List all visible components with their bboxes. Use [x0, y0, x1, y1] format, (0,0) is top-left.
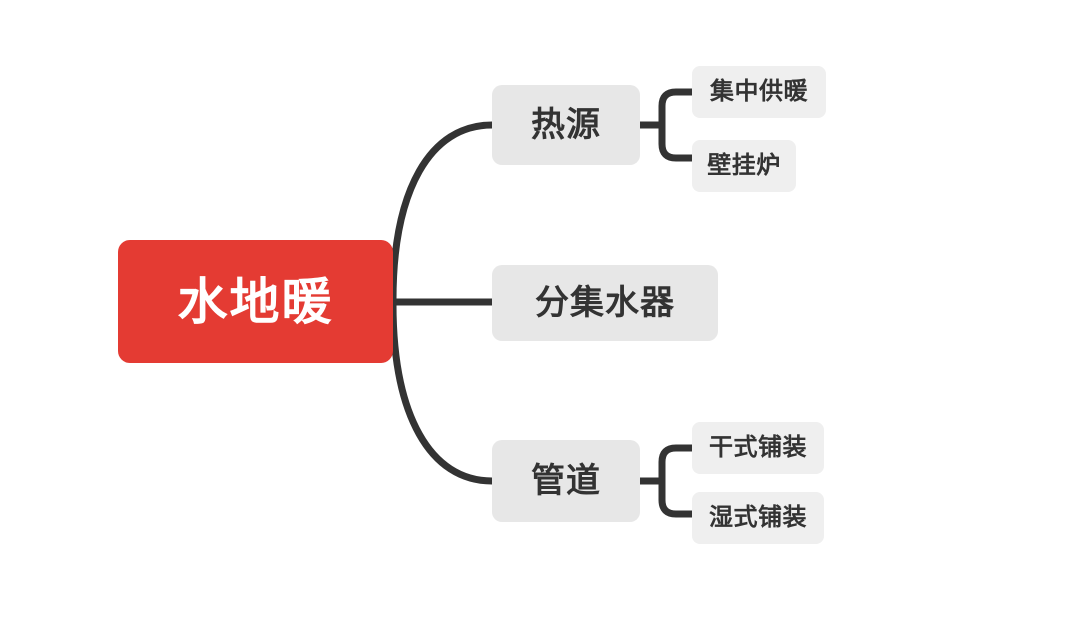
branch-node-heat-source[interactable]: 热源	[492, 85, 640, 165]
leaf-node-wet-installation[interactable]: 湿式铺装	[692, 492, 824, 544]
branch-node-label: 管道	[531, 462, 601, 500]
leaf-node-central-heating[interactable]: 集中供暖	[692, 66, 826, 118]
leaf-node-label: 壁挂炉	[707, 152, 781, 179]
leaf-node-label: 湿式铺装	[709, 504, 807, 531]
edge-heat-source-bracket	[658, 88, 696, 162]
leaf-node-label: 干式铺装	[709, 434, 807, 461]
edge-root-to-pipeline	[389, 300, 496, 485]
leaf-node-label: 集中供暖	[710, 78, 808, 105]
branch-node-label: 热源	[531, 106, 601, 144]
branch-node-manifold[interactable]: 分集水器	[492, 265, 718, 341]
root-node[interactable]: 水地暖	[118, 240, 393, 363]
branch-node-label: 分集水器	[535, 284, 675, 322]
root-node-label: 水地暖	[177, 273, 334, 330]
edge-pipeline-bracket	[658, 444, 696, 518]
leaf-node-dry-installation[interactable]: 干式铺装	[692, 422, 824, 474]
branch-node-pipeline[interactable]: 管道	[492, 440, 640, 522]
leaf-node-wall-hung-boiler[interactable]: 壁挂炉	[692, 140, 796, 192]
edge-root-to-heat-source	[389, 121, 496, 304]
